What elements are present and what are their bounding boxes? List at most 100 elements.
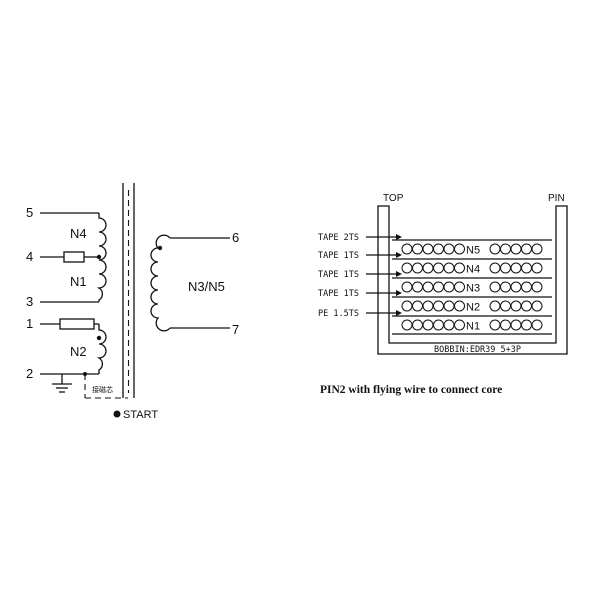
wire-turn-icon [500, 319, 511, 331]
wire-turn-icon [422, 281, 434, 293]
wire-turn-icon [510, 262, 522, 274]
wire-turn-icon [412, 319, 423, 331]
layer-n4: N4 [392, 258, 552, 276]
wire-turn-icon [454, 300, 465, 312]
wire-turn-icon [454, 243, 465, 255]
caption: PIN2 with flying wire to connect core [320, 384, 502, 396]
wire-turn-icon [510, 319, 522, 331]
wire-turn-icon [521, 281, 532, 293]
wire-turn-icon [500, 281, 511, 293]
wire-turn-icon [443, 319, 455, 331]
fuse-icon [63, 251, 85, 263]
wire-turn-icon [401, 262, 413, 274]
wire-turn-icon [443, 300, 455, 312]
layer-label: N1 [466, 321, 480, 333]
pin-1-label: 1 [26, 316, 33, 331]
wire-turn-icon [443, 243, 455, 255]
layer-n2: N2 [392, 296, 552, 314]
wire-turn-icon [510, 281, 522, 293]
bobbin-outline [377, 205, 568, 355]
winding-n3n5 [150, 234, 230, 332]
transformer-schematic: 5 4 3 1 2 6 7 N4 N1 N2 N3/N5 接磁芯 START [26, 183, 239, 421]
pin-6-label: 6 [232, 230, 239, 245]
wire-turn-icon [521, 300, 532, 312]
layer-n3: N3 [392, 277, 552, 295]
wire-turn-icon [422, 262, 434, 274]
winding-n1 [40, 259, 107, 303]
wire-turn-icon [443, 262, 455, 274]
pin-5-label: 5 [26, 205, 33, 220]
wire-turn-icon [401, 300, 413, 312]
wire-turn-icon [422, 243, 434, 255]
tape-label: TAPE 2TS [318, 233, 402, 243]
wire-turn-icon [489, 319, 501, 331]
top-label: TOP [383, 193, 404, 204]
tape-label-text: TAPE 2TS [318, 233, 359, 243]
arrow-icon [396, 310, 402, 316]
wire-turn-icon [443, 281, 455, 293]
tape-label-text: TAPE 1TS [318, 289, 359, 299]
layer-label: N3 [466, 283, 480, 295]
start-dot-icon [113, 410, 121, 418]
winding-n3n5-label: N3/N5 [188, 279, 225, 294]
arrow-icon [396, 252, 402, 258]
wire-turn-icon [489, 300, 501, 312]
ground-icon [52, 374, 72, 393]
pin-4-label: 4 [26, 249, 33, 264]
wire-turn-icon [454, 262, 465, 274]
winding-n4-label: N4 [70, 226, 87, 241]
layer-label: N4 [466, 264, 480, 276]
pin-7-label: 7 [232, 322, 239, 337]
wire-turn-icon [531, 300, 543, 312]
tape-label-text: TAPE 1TS [318, 270, 359, 280]
wire-turn-icon [433, 319, 444, 331]
tape-label: TAPE 1TS [318, 251, 402, 261]
wire-turn-icon [433, 300, 444, 312]
pin4-tap [40, 251, 102, 263]
wire-turn-icon [531, 319, 543, 331]
wire-turn-icon [412, 300, 423, 312]
dot-marker [157, 245, 163, 251]
core-note: 接磁芯 [92, 385, 113, 394]
layer-label: N2 [466, 302, 480, 314]
wire-turn-icon [521, 243, 532, 255]
wire-turn-icon [521, 319, 532, 331]
wire-turn-icon [433, 243, 444, 255]
layer-label: N5 [466, 245, 480, 257]
tape-label-text: PE 1.5TS [318, 309, 359, 319]
winding-n1-label: N1 [70, 274, 87, 289]
fuse-icon [59, 318, 95, 330]
layer-n5: N5 [392, 239, 552, 257]
wire-turn-icon [531, 243, 543, 255]
wire-turn-icon [500, 243, 511, 255]
wire-turn-icon [531, 281, 543, 293]
flying-wire [83, 372, 128, 399]
wire-turn-icon [433, 281, 444, 293]
wire-turn-icon [412, 262, 423, 274]
wire-turn-icon [412, 281, 423, 293]
pin-2-label: 2 [26, 366, 33, 381]
winding-n2-label: N2 [70, 344, 87, 359]
wire-turn-icon [500, 262, 511, 274]
wire-turn-icon [401, 243, 413, 255]
start-label: START [123, 409, 158, 421]
wire-turn-icon [510, 300, 522, 312]
wire-turn-icon [454, 281, 465, 293]
pin-3-label: 3 [26, 294, 33, 309]
tape-label: TAPE 1TS [318, 289, 402, 299]
winding-n2 [40, 318, 107, 375]
wire-turn-icon [422, 319, 434, 331]
pin-label: PIN [548, 193, 565, 204]
bobbin-label: BOBBIN:EDR39 5+3P [434, 345, 521, 355]
tape-label: PE 1.5TS [318, 309, 402, 319]
arrow-icon [396, 271, 402, 277]
arrow-icon [396, 234, 402, 240]
wire-turn-icon [500, 300, 511, 312]
wire-turn-icon [433, 262, 444, 274]
wire-turn-icon [401, 281, 413, 293]
winding-n4 [40, 212, 107, 261]
wire-turn-icon [489, 262, 501, 274]
dot-marker [96, 335, 102, 341]
